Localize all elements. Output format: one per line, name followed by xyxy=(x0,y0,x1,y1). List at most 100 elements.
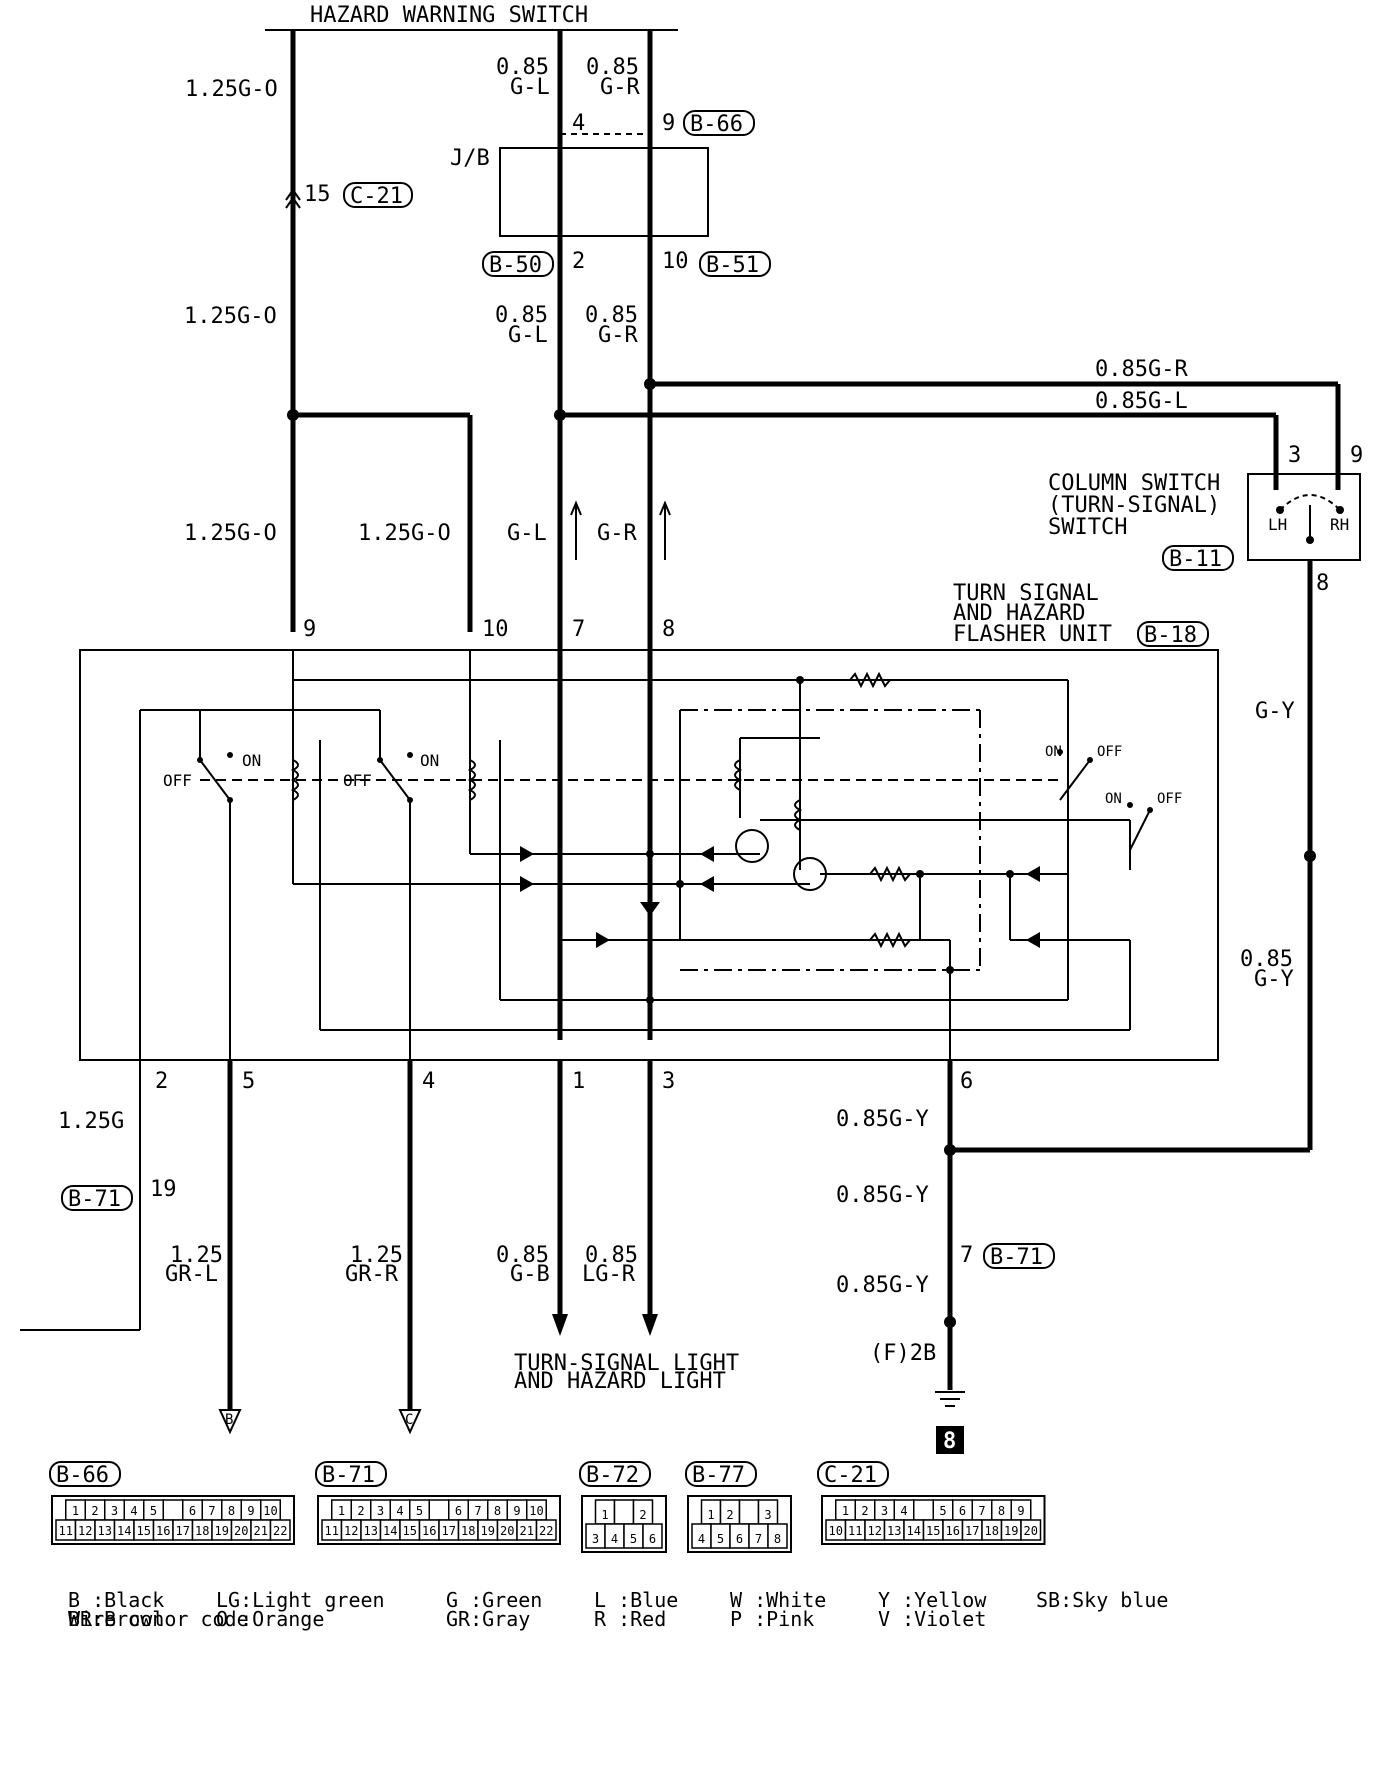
wire-label: 1.25G xyxy=(58,1109,124,1134)
ground-symbol xyxy=(935,1391,965,1407)
connector-pin-number: 4 xyxy=(611,1532,618,1546)
wire-size: 0.85 xyxy=(1240,947,1293,972)
connector-b-50: B-50 xyxy=(482,251,554,278)
wire-label: G-R xyxy=(597,521,637,546)
connector-pin-number: 3 xyxy=(111,1504,118,1518)
wire-size: 0.85 xyxy=(495,303,548,328)
pin-label: 4 xyxy=(422,1069,435,1094)
connector-cavity xyxy=(535,1519,557,1541)
connector-housing xyxy=(51,1495,295,1545)
wire-label: 1.25G-O xyxy=(184,521,277,546)
connector-cavity xyxy=(269,1519,291,1541)
connector-pin-number: 16 xyxy=(156,1524,170,1538)
ref-label: C xyxy=(405,1412,413,1428)
svg-text:B-71: B-71 xyxy=(68,1187,121,1212)
connector-pin-number: 9 xyxy=(247,1504,254,1518)
on-label: ON xyxy=(1045,744,1062,760)
connector-pin-number: 6 xyxy=(189,1504,196,1518)
column-switch-label: SWITCH xyxy=(1048,515,1127,540)
connector-pin-number: 19 xyxy=(481,1524,495,1538)
connector-pin-number: 10 xyxy=(529,1504,543,1518)
connector-pin-number: 20 xyxy=(500,1524,514,1538)
wire-label: G-Y xyxy=(1255,699,1295,724)
off-page-ref-c xyxy=(398,1409,422,1435)
connector-pin-number: 13 xyxy=(887,1524,901,1538)
pin-label: 1 xyxy=(572,1069,585,1094)
on-label: ON xyxy=(242,751,261,770)
connector-pin-number: 17 xyxy=(442,1524,456,1538)
connector-pin-number: 16 xyxy=(946,1524,960,1538)
connector-pin-number: 11 xyxy=(59,1524,73,1538)
pin-label: 8 xyxy=(1316,571,1329,596)
connector-pin-number: 8 xyxy=(774,1532,781,1546)
connector-pin-number: 13 xyxy=(98,1524,112,1538)
connector-pin-number: 5 xyxy=(630,1532,637,1546)
connector-b-18: B-18 xyxy=(1137,621,1209,648)
connector-pin-number: 1 xyxy=(338,1504,345,1518)
connector-pin-number: 4 xyxy=(698,1532,705,1546)
svg-text:B-71: B-71 xyxy=(322,1463,375,1488)
legend-entry: R :Red xyxy=(594,1607,667,1631)
pin-label: 10 xyxy=(482,617,509,642)
splice xyxy=(944,1316,956,1328)
off-label: OFF xyxy=(343,771,372,790)
internal-splice xyxy=(646,676,1014,1004)
connector-cavity xyxy=(767,1523,788,1549)
connector-pin-number: 12 xyxy=(78,1524,92,1538)
svg-text:B-66: B-66 xyxy=(690,112,743,137)
connector-pin-number: 2 xyxy=(357,1504,364,1518)
pin-label: 19 xyxy=(150,1177,177,1202)
arrow-head xyxy=(552,1314,568,1336)
current-arrow xyxy=(570,500,582,560)
connector-pin-number: 2 xyxy=(639,1508,646,1522)
legend-entry: LG:Light green xyxy=(216,1588,385,1612)
connector-pin-number: 1 xyxy=(72,1504,79,1518)
on-label: ON xyxy=(420,751,439,770)
wire-color: G-L xyxy=(510,75,550,100)
connector-pin-number: 13 xyxy=(364,1524,378,1538)
connector-pin-number: 20 xyxy=(1024,1524,1038,1538)
connector-pin-number: 7 xyxy=(208,1504,215,1518)
junction-block xyxy=(499,147,709,237)
connector-pin-number: 5 xyxy=(150,1504,157,1518)
connector-housing xyxy=(581,1495,667,1553)
off-label: OFF xyxy=(1157,791,1182,807)
pin-label: 3 xyxy=(662,1069,675,1094)
splice xyxy=(554,409,566,421)
wire-size: 0.85 xyxy=(496,1243,549,1268)
legend-entry: P :Pink xyxy=(730,1607,815,1631)
wire-size: 0.85 xyxy=(586,55,639,80)
connector-cavity xyxy=(738,1499,760,1525)
pin-label: 3 xyxy=(1288,443,1301,468)
legend-entry: V :Violet xyxy=(878,1607,987,1631)
connector-pin-number: 2 xyxy=(861,1504,868,1518)
connector-housing xyxy=(687,1495,792,1553)
splice xyxy=(1304,850,1316,862)
connector-pin-number: 4 xyxy=(130,1504,137,1518)
splice xyxy=(944,1144,956,1156)
transistor xyxy=(735,829,769,863)
connector-pin-number: 14 xyxy=(907,1524,921,1538)
splice xyxy=(644,378,656,390)
connector-pin-number: 2 xyxy=(726,1508,733,1522)
pin-label: 9 xyxy=(303,617,316,642)
connector-pin-number: 10 xyxy=(263,1504,277,1518)
current-arrow xyxy=(659,500,671,560)
connector-label-b-77: B-77 xyxy=(685,1461,757,1488)
svg-text:B-71: B-71 xyxy=(990,1245,1043,1270)
connector-label-b-72: B-72 xyxy=(579,1461,651,1488)
connector-pin-number: 18 xyxy=(195,1524,209,1538)
connector-pin-number: 14 xyxy=(383,1524,397,1538)
connector-pin-number: 21 xyxy=(254,1524,268,1538)
connector-pin-number: 21 xyxy=(520,1524,534,1538)
connector-pin-number: 12 xyxy=(868,1524,882,1538)
pin-label: 2 xyxy=(155,1069,168,1094)
connector-pin-number: 5 xyxy=(416,1504,423,1518)
connector-c-21: C-21 xyxy=(343,182,413,209)
connector-label-b-71: B-71 xyxy=(315,1461,387,1488)
connector-b-51: B-51 xyxy=(699,251,771,278)
